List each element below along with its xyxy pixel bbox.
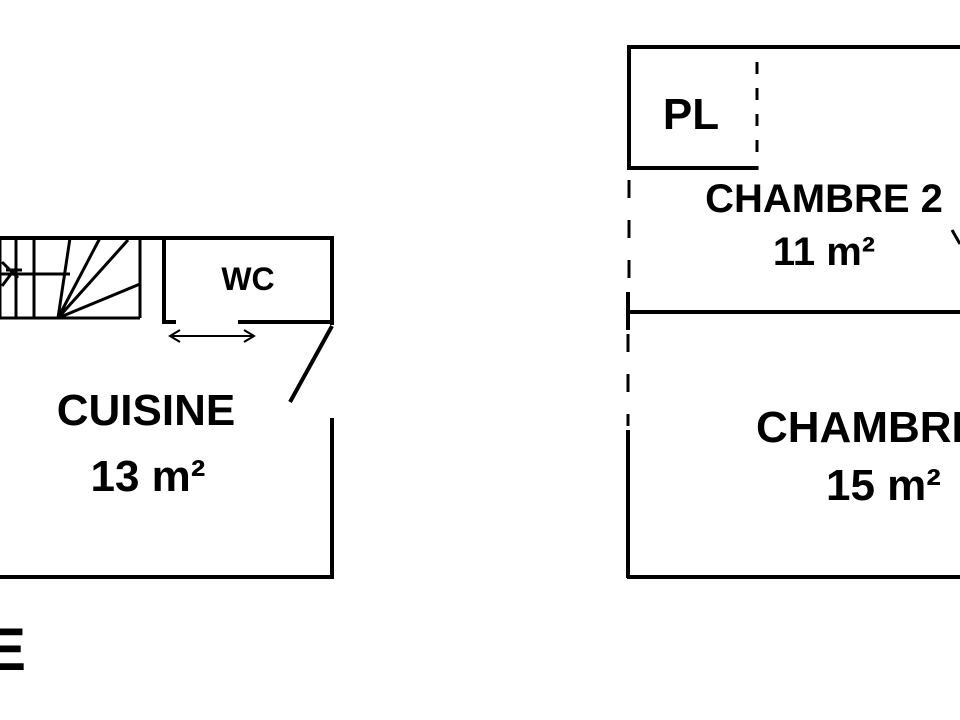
door-swing-icon — [288, 325, 334, 403]
chambre2-area: 11 m² — [773, 230, 875, 274]
chambre-area: 15 m² — [826, 461, 941, 510]
chambre-walls — [626, 45, 960, 579]
door-tick-icon — [950, 229, 960, 245]
dashed-openings — [626, 180, 631, 426]
placard-label: PL — [663, 90, 719, 139]
double-arrow-icon — [168, 329, 256, 343]
placard-walls — [629, 62, 759, 170]
edge-letter: E — [0, 616, 26, 683]
chambre2-label: CHAMBRE 2 — [705, 177, 943, 221]
cuisine-label: CUISINE — [57, 386, 235, 435]
staircase-icon — [0, 237, 142, 320]
cuisine-area: 13 m² — [91, 452, 206, 501]
wc-label: WC — [221, 261, 274, 297]
plan-right — [626, 45, 960, 579]
cuisine-walls — [0, 236, 334, 579]
wc-walls — [162, 238, 334, 324]
plan-left — [0, 236, 334, 579]
chambre-label: CHAMBRE — [756, 403, 960, 452]
